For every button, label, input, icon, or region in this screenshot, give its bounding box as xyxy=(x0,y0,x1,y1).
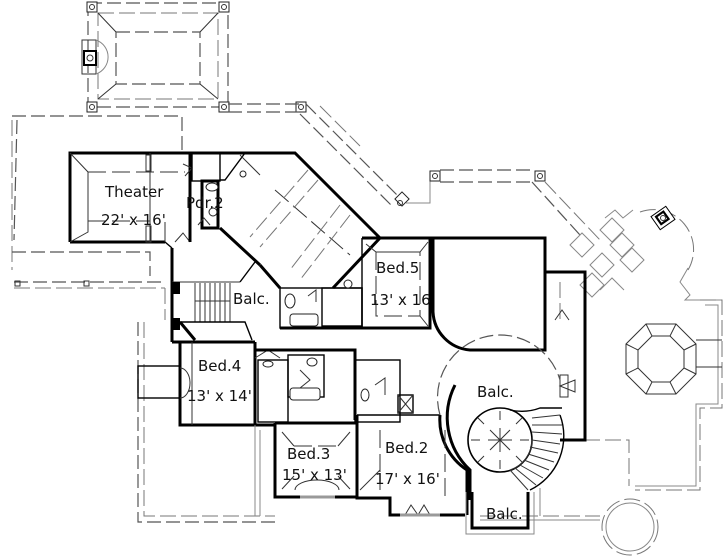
bed2-label: Bed.2 xyxy=(385,439,429,457)
bed2-dimensions: 17' x 16' xyxy=(375,470,440,488)
closet-bed2 xyxy=(354,359,414,423)
bed2-room xyxy=(355,414,469,517)
bed3-label: Bed.3 xyxy=(287,445,331,463)
rotunda-balcony-label: Balc. xyxy=(477,383,514,401)
south-balcony-label: Balc. xyxy=(486,505,523,523)
balcony-stair-label: Balc. xyxy=(233,290,270,308)
connectors xyxy=(164,241,275,516)
vaulted-hall xyxy=(218,151,382,290)
curved-hall xyxy=(431,236,587,442)
bath-bed5 xyxy=(279,279,363,330)
bath-bed4 xyxy=(254,348,357,423)
powder-room-label: Pdr.2 xyxy=(186,194,224,212)
bed5-label: Bed.5 xyxy=(376,259,420,277)
roof-outline xyxy=(11,1,723,556)
theater-dimensions: 22' x 16' xyxy=(101,211,166,229)
bed4-label: Bed.4 xyxy=(198,357,242,375)
powder-room xyxy=(191,152,221,230)
bed5-room xyxy=(361,236,432,330)
theater-room xyxy=(68,151,225,244)
bed5-dimensions: 13' x 16 xyxy=(370,291,431,309)
theater-label: Theater xyxy=(105,183,164,201)
bed3-dimensions: 15' x 13' xyxy=(282,466,347,484)
rotunda-balcony xyxy=(436,334,565,500)
bed4-dimensions: 13' x 14' xyxy=(187,387,252,405)
south-balcony xyxy=(465,492,535,535)
stair-balcony xyxy=(170,248,256,344)
bed4-room xyxy=(137,342,257,427)
